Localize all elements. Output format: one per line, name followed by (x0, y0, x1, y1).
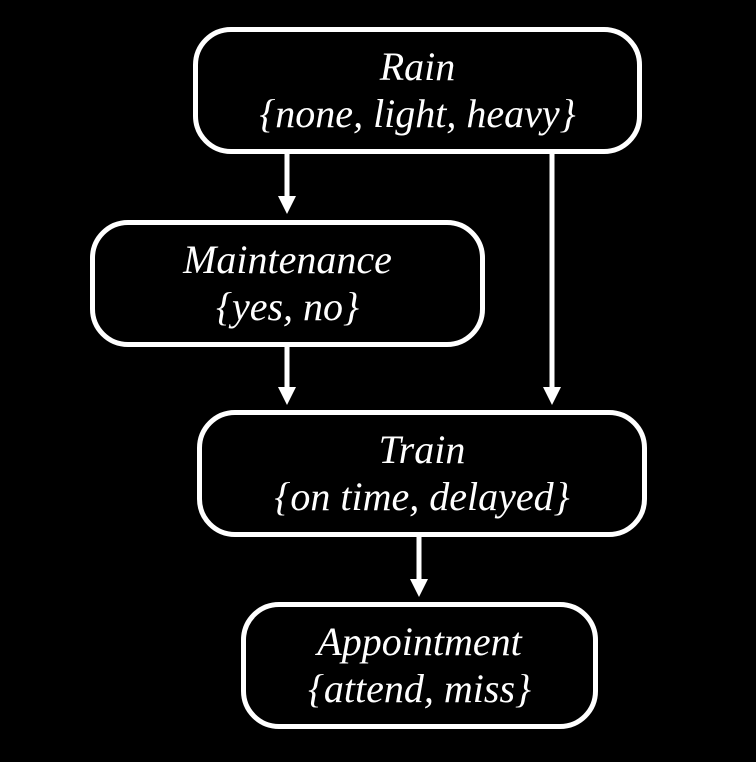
edge-rain-to-maintenance-arrow (278, 154, 296, 214)
node-appointment-values: {attend, miss} (307, 665, 532, 711)
node-maintenance-values: {yes, no} (215, 283, 360, 329)
node-maintenance-label: Maintenance (183, 236, 392, 282)
edge-train-to-appointment-arrow (410, 537, 428, 597)
node-rain: Rain {none, light, heavy} (193, 27, 642, 154)
node-train-values: {on time, delayed} (274, 473, 570, 519)
node-appointment: Appointment {attend, miss} (241, 602, 598, 729)
node-rain-label: Rain (379, 43, 456, 89)
node-appointment-label: Appointment (317, 618, 522, 664)
node-train: Train {on time, delayed} (197, 410, 647, 537)
node-rain-values: {none, light, heavy} (259, 90, 576, 136)
edge-maintenance-to-train-arrow (278, 347, 296, 405)
node-train-label: Train (378, 426, 466, 472)
node-maintenance: Maintenance {yes, no} (90, 220, 485, 347)
edge-rain-to-train-arrow (543, 154, 561, 405)
